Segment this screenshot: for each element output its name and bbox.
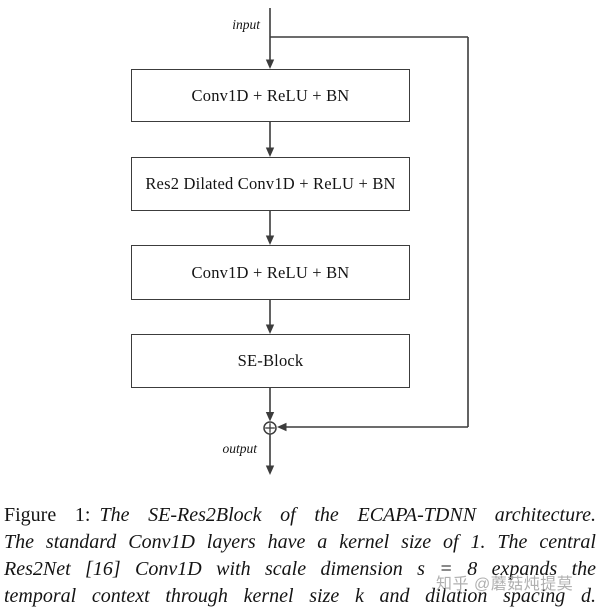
caption-line-4: temporal context through kernel size k a… [4, 585, 596, 607]
block-conv1d-1: Conv1D + ReLU + BN [131, 69, 410, 122]
figure-number-label: Figure 1: [4, 504, 91, 526]
block-se-block: SE-Block [131, 334, 410, 388]
caption-line-3: Res2Net [16] Conv1D with scale dimension… [4, 558, 596, 580]
output-label: output [222, 441, 257, 456]
arrowhead-icons [265, 59, 287, 475]
se-res2block-diagram: input Conv1D + ReLU + BN Res2 Dilated Co… [131, 8, 469, 475]
input-label: input [232, 17, 260, 32]
connectors-layer [263, 8, 469, 475]
zhihu-watermark: 知乎 @蘑菇炖提莫 [436, 576, 574, 593]
figure-caption: Figure 1: The SE-Res2Block of the ECAPA-T… [4, 502, 596, 610]
caption-line-2: The standard Conv1D layers have a kernel… [4, 531, 596, 553]
circled-plus-icon [263, 421, 277, 435]
connector-lines [269, 8, 469, 467]
block-res2-dilated-conv1d: Res2 Dilated Conv1D + ReLU + BN [131, 157, 410, 211]
caption-line-1-text: The SE-Res2Block of the ECAPA-TDNN archi… [99, 504, 596, 526]
block-conv1d-2: Conv1D + ReLU + BN [131, 245, 410, 300]
caption-line-1: Figure 1: The SE-Res2Block of the ECAPA-T… [4, 502, 596, 529]
